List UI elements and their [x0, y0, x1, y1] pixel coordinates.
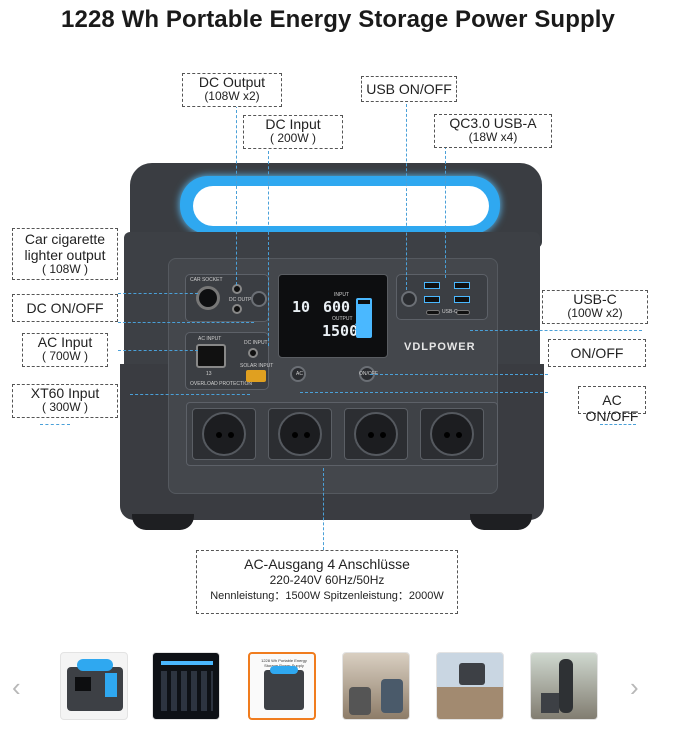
display-input-label: INPUT [334, 292, 349, 298]
callout-dc-input-title: DC Input [265, 116, 321, 132]
callout-dc-input: DC Input ( 200W ) [243, 115, 343, 149]
thumbnail-6[interactable] [530, 652, 598, 720]
ac-button [290, 366, 306, 382]
usbc-label: USB-C [442, 309, 458, 315]
line-qc30 [445, 146, 446, 278]
callout-qc30: QC3.0 USB-A (18W x4) [434, 114, 552, 148]
line-dc-input [268, 146, 269, 346]
callout-ac-onoff: AC ON/OFF [578, 386, 646, 424]
battery-fill [358, 304, 370, 336]
callout-car-cig-title: Car cigarette lighter output [24, 231, 106, 264]
callout-usb-c-sub: (100W x2) [567, 306, 623, 321]
callout-dc-onoff: DC ON/OFF [12, 294, 118, 322]
xt60-port [246, 370, 266, 382]
ac-socket-3 [344, 408, 408, 460]
battery-icon [356, 298, 372, 338]
line-ac-onoff-stub [600, 424, 636, 425]
line-on-off [370, 374, 548, 375]
callout-usb-c-title: USB-C [573, 291, 617, 307]
solar-label: SOLAR INPUT [240, 363, 274, 369]
dc-port-2 [232, 304, 242, 314]
thumbnail-4[interactable] [342, 652, 410, 720]
line-xt60-stub [40, 424, 70, 425]
thumbnail-1[interactable] [60, 652, 128, 720]
line-dc-onoff [118, 322, 254, 323]
callout-ac-output-line2: 220-240V 60Hz/50Hz [269, 573, 385, 588]
callout-qc30-sub: (18W x4) [468, 130, 518, 145]
dc-input-label: DC INPUT [244, 340, 268, 346]
callout-xt60-title: XT60 Input [30, 385, 100, 401]
callout-usb-onoff: USB ON/OFF [361, 76, 457, 102]
callout-on-off: ON/OFF [548, 339, 646, 367]
device-foot-left [132, 514, 194, 530]
handle-opening [193, 186, 489, 226]
gallery-prev-button[interactable]: ‹ [12, 672, 21, 702]
car-socket-port [196, 286, 220, 310]
dc-port-1 [232, 284, 242, 294]
callout-car-cig-sub: ( 108W ) [41, 262, 88, 277]
fuse-label: 13 [206, 371, 212, 377]
line-dc-output [236, 105, 237, 285]
usb-a-port-4 [454, 296, 470, 303]
dc-input-port [248, 348, 258, 358]
display-input-value: 600 [323, 298, 351, 316]
callout-dc-output: DC Output (108W x2) [182, 73, 282, 107]
callout-ac-output: AC-Ausgang 4 Anschlüsse 220-240V 60Hz/50… [196, 550, 458, 614]
dc-output-label: DC OUTPUT [229, 297, 259, 303]
usb-c-port-1 [426, 310, 440, 315]
callout-ac-onoff-title: AC ON/OFF [585, 392, 639, 425]
display-small: 10 [292, 298, 311, 316]
dc-onoff-button [251, 291, 267, 307]
thumbnail-3-caption: 1228 Wh Portable Energy Storage Power Su… [261, 658, 307, 668]
callout-ac-output-line3: Nennleistung：1500W Spitzenleistung：2000W [210, 589, 444, 602]
callout-ac-input-sub: ( 700W ) [41, 349, 88, 364]
brand-logo: VDLPOWER [404, 341, 476, 353]
callout-dc-output-title: DC Output [198, 74, 266, 90]
ac-input-label: AC INPUT [198, 336, 222, 342]
power-button-label: ON/OFF [359, 371, 378, 377]
callout-usb-c: USB-C (100W x2) [542, 290, 648, 324]
gallery-next-button[interactable]: › [630, 672, 639, 702]
line-car-cig [118, 293, 198, 294]
display-percent: 100 [354, 323, 371, 333]
line-ac-out [323, 468, 324, 550]
callout-xt60: XT60 Input ( 300W ) [12, 384, 118, 418]
ac-input-port [196, 344, 226, 368]
thumbnail-3[interactable]: 1228 Wh Portable Energy Storage Power Su… [248, 652, 316, 720]
ac-button-label: AC [296, 371, 303, 377]
display-output-value: 1500 [322, 322, 359, 340]
thumbnail-2[interactable] [152, 652, 220, 720]
callout-usb-onoff-title: USB ON/OFF [366, 81, 452, 97]
callout-dc-output-sub: (108W x2) [204, 89, 260, 104]
line-ac-onoff [300, 392, 548, 393]
ac-socket-2 [268, 408, 332, 460]
line-ac-input [118, 350, 198, 351]
overload-label: OVERLOAD PROTECTION [190, 381, 252, 387]
display-output-label: OUTPUT [332, 316, 353, 322]
thumbnail-5[interactable] [436, 652, 504, 720]
ac-socket-4 [420, 408, 484, 460]
callout-ac-input-title: AC Input [37, 334, 93, 350]
car-socket-label: CAR SOCKET [190, 277, 223, 283]
line-xt60 [130, 394, 250, 395]
callout-on-off-title: ON/OFF [570, 345, 624, 361]
usb-a-port-3 [424, 296, 440, 303]
line-usb-c [470, 330, 642, 331]
usb-a-port-2 [454, 282, 470, 289]
callout-dc-input-sub: ( 200W ) [269, 131, 316, 146]
line-usb-onoff [406, 104, 407, 290]
callout-qc30-title: QC3.0 USB-A [449, 115, 537, 131]
callout-xt60-sub: ( 300W ) [41, 400, 88, 415]
usb-onoff-button [401, 291, 417, 307]
page-title: 1228 Wh Portable Energy Storage Power Su… [61, 6, 615, 33]
ac-socket-1 [192, 408, 256, 460]
usb-a-port-1 [424, 282, 440, 289]
callout-car-cig: Car cigarette lighter output ( 108W ) [12, 228, 118, 280]
device-foot-right [470, 514, 532, 530]
callout-dc-onoff-title: DC ON/OFF [26, 300, 104, 316]
usb-c-port-2 [456, 310, 470, 315]
callout-ac-output-title: AC-Ausgang 4 Anschlüsse [244, 556, 410, 572]
callout-ac-input: AC Input ( 700W ) [22, 333, 108, 367]
